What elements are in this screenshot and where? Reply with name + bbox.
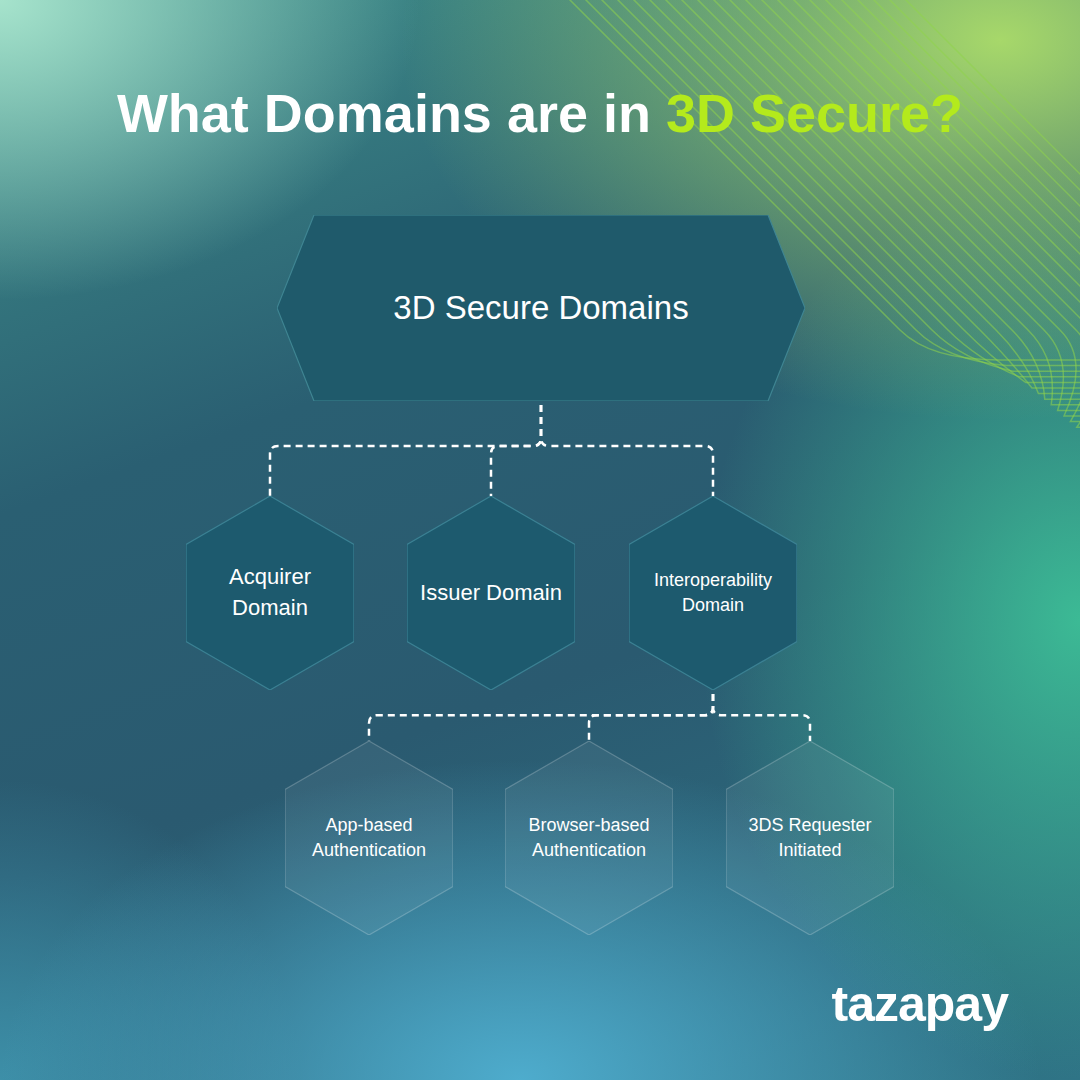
deco-line [784,0,1080,438]
title: What Domains are in 3D Secure? [117,83,963,143]
node-label: 3DS Requester Initiated [734,813,885,863]
deco-line [736,0,1080,422]
hexagon-outline [505,741,673,935]
dashed-connector [270,405,541,496]
deco-line [848,0,1080,461]
dashed-connector [541,405,713,496]
dashed-connector [713,694,810,741]
deco-line [864,0,1080,466]
node-label: Browser-based Authentication [513,813,664,863]
deco-line [880,0,1080,472]
domain-hexagon: Interoperability Domain [629,496,797,690]
dashed-connector [589,694,713,741]
dashed-connector [491,405,541,496]
brand-logo: tazapay [832,975,1008,1033]
node-label: 3D Secure Domains [393,285,688,331]
domain-hexagon: Issuer Domain [407,496,575,690]
domain-hexagon: Acquirer Domain [186,496,354,690]
deco-line [896,0,1080,478]
root-hexagon: 3D Secure Domains [277,215,805,401]
method-hexagon: Browser-based Authentication [505,741,673,935]
method-hexagon: App-based Authentication [285,741,453,935]
title-bar: What Domains are in 3D Secure? [0,82,1080,144]
deco-line [768,0,1080,433]
deco-line [816,0,1080,450]
hexagon-outline [285,741,453,935]
hexagon-outline [186,496,354,690]
method-hexagon: 3DS Requester Initiated [726,741,894,935]
dashed-connector [369,694,713,741]
node-label: Acquirer Domain [194,562,345,624]
deco-line [752,0,1080,427]
node-label: Issuer Domain [420,578,562,609]
hexagon-outline [726,741,894,935]
node-label: Interoperability Domain [637,568,788,618]
node-label: App-based Authentication [293,813,444,863]
hexagon-outline [629,496,797,690]
deco-line [832,0,1080,455]
